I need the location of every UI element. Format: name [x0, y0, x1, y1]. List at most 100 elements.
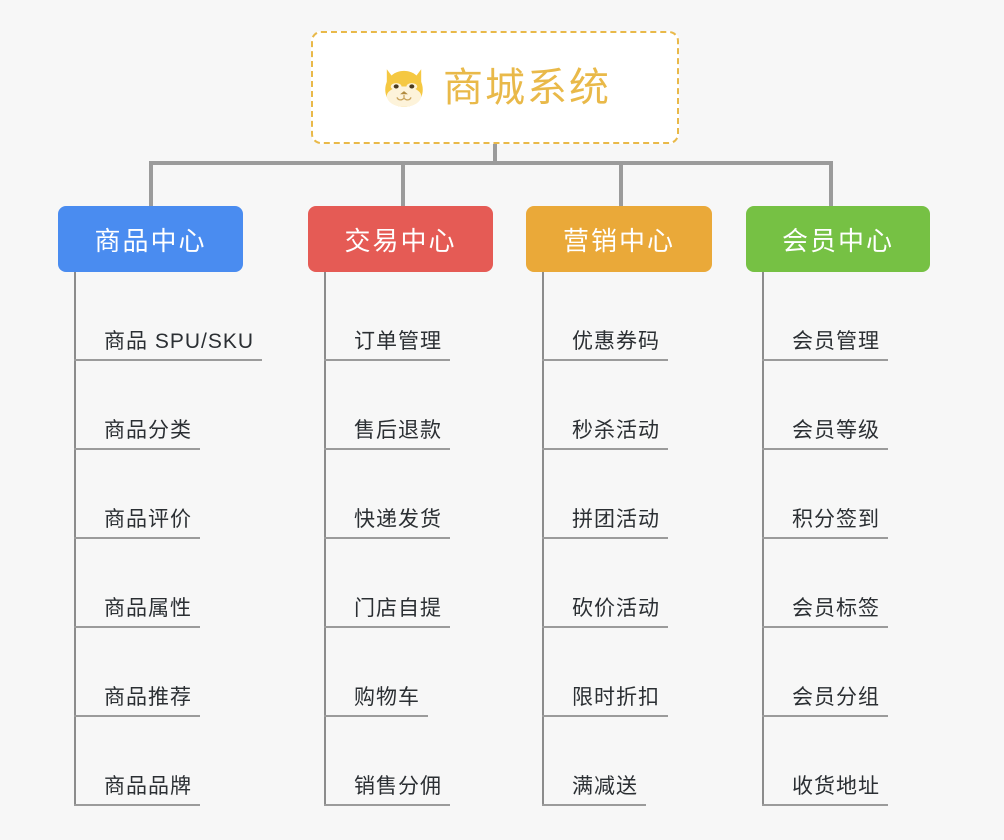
category-items-0: 商品 SPU/SKU 商品分类商品评价商品属性商品推荐商品品牌	[58, 272, 263, 806]
category-items-2: 优惠券码秒杀活动拼团活动砍价活动限时折扣满减送	[526, 272, 712, 806]
leaf-item[interactable]: 订单管理	[324, 272, 493, 361]
leaf-item-label: 商品评价	[104, 508, 192, 531]
leaf-item-label: 商品品牌	[104, 775, 192, 798]
leaf-item-underline	[324, 359, 450, 361]
leaf-item-underline	[762, 359, 888, 361]
leaf-item-label: 砍价活动	[572, 597, 660, 620]
leaf-item-label: 拼团活动	[572, 508, 660, 531]
dog-face-icon	[385, 68, 423, 107]
trunk-line-3	[762, 272, 764, 806]
category-header-3[interactable]: 会员中心	[746, 206, 930, 272]
leaf-item[interactable]: 商品 SPU/SKU	[74, 272, 263, 361]
leaf-item[interactable]: 商品分类	[74, 361, 254, 450]
leaf-item-label: 会员等级	[792, 419, 880, 442]
leaf-item[interactable]: 门店自提	[324, 539, 493, 628]
leaf-item-label: 会员管理	[792, 330, 880, 353]
leaf-item[interactable]: 限时折扣	[542, 628, 712, 717]
leaf-item[interactable]: 会员管理	[762, 272, 930, 361]
category-header-label: 会员中心	[781, 225, 894, 256]
leaf-item[interactable]: 优惠券码	[542, 272, 712, 361]
leaf-item-underline	[74, 537, 200, 539]
category-column-3: 会员中心会员管理会员等级积分签到会员标签会员分组收货地址	[746, 206, 930, 806]
connector-drop-3	[619, 161, 623, 209]
trunk-line-0	[74, 272, 76, 806]
leaf-item-label: 订单管理	[354, 330, 442, 353]
leaf-item-label: 快递发货	[354, 508, 442, 531]
connector-drop-4	[829, 161, 833, 209]
category-column-0: 商品中心商品 SPU/SKU 商品分类商品评价商品属性商品推荐商品品牌	[58, 206, 263, 806]
leaf-item-label: 购物车	[354, 686, 420, 709]
leaf-item[interactable]: 拼团活动	[542, 450, 712, 539]
leaf-item-label: 积分签到	[792, 508, 880, 531]
leaf-item[interactable]: 会员等级	[762, 361, 930, 450]
category-items-3: 会员管理会员等级积分签到会员标签会员分组收货地址	[746, 272, 930, 806]
leaf-item[interactable]: 秒杀活动	[542, 361, 712, 450]
leaf-item-underline	[74, 448, 200, 450]
leaf-item-underline	[74, 715, 200, 717]
leaf-item-underline	[762, 448, 888, 450]
connector-drop-1	[149, 161, 153, 209]
leaf-item-label: 商品分类	[104, 419, 192, 442]
leaf-item-underline	[542, 359, 668, 361]
leaf-item-label: 商品推荐	[104, 686, 192, 709]
category-header-0[interactable]: 商品中心	[58, 206, 243, 272]
leaf-item-underline	[542, 626, 668, 628]
connector-root-stem	[493, 144, 497, 164]
category-column-2: 营销中心优惠券码秒杀活动拼团活动砍价活动限时折扣满减送	[526, 206, 712, 806]
leaf-item-label: 满减送	[572, 775, 638, 798]
leaf-item[interactable]: 商品推荐	[74, 628, 254, 717]
leaf-item-underline	[74, 359, 263, 361]
leaf-item[interactable]: 积分签到	[762, 450, 930, 539]
leaf-item-underline	[542, 448, 668, 450]
leaf-item[interactable]: 商品评价	[74, 450, 254, 539]
trunk-line-2	[542, 272, 544, 806]
leaf-item-underline	[762, 715, 888, 717]
leaf-item-underline	[542, 537, 668, 539]
leaf-item-underline	[324, 448, 450, 450]
leaf-item-underline	[324, 537, 450, 539]
category-column-1: 交易中心订单管理售后退款快递发货门店自提购物车销售分佣	[308, 206, 493, 806]
leaf-item-underline	[324, 804, 450, 806]
leaf-item-label: 会员分组	[792, 686, 880, 709]
leaf-item[interactable]: 会员分组	[762, 628, 930, 717]
leaf-item[interactable]: 商品品牌	[74, 717, 254, 806]
leaf-item-underline	[762, 537, 888, 539]
connector-horizontal-bus	[149, 161, 833, 165]
leaf-item-label: 商品属性	[104, 597, 192, 620]
leaf-item-underline	[542, 715, 668, 717]
leaf-item[interactable]: 购物车	[324, 628, 493, 717]
category-header-2[interactable]: 营销中心	[526, 206, 712, 272]
leaf-item-underline	[74, 804, 200, 806]
leaf-item-label: 售后退款	[354, 419, 442, 442]
category-header-label: 营销中心	[562, 225, 675, 256]
trunk-line-1	[324, 272, 326, 806]
category-items-1: 订单管理售后退款快递发货门店自提购物车销售分佣	[308, 272, 493, 806]
leaf-item-label: 优惠券码	[572, 330, 660, 353]
leaf-item[interactable]: 收货地址	[762, 717, 930, 806]
leaf-item[interactable]: 满减送	[542, 717, 712, 806]
category-header-1[interactable]: 交易中心	[308, 206, 493, 272]
root-node[interactable]: 商城系统	[311, 31, 679, 144]
leaf-item[interactable]: 快递发货	[324, 450, 493, 539]
category-header-label: 商品中心	[94, 225, 207, 256]
leaf-item-underline	[74, 626, 200, 628]
leaf-item[interactable]: 商品属性	[74, 539, 254, 628]
leaf-item-underline	[762, 804, 888, 806]
leaf-item-label: 限时折扣	[572, 686, 660, 709]
leaf-item[interactable]: 销售分佣	[324, 717, 493, 806]
root-title: 商城系统	[443, 65, 611, 110]
leaf-item-label: 门店自提	[354, 597, 442, 620]
leaf-item[interactable]: 会员标签	[762, 539, 930, 628]
leaf-item-label: 秒杀活动	[572, 419, 660, 442]
leaf-item[interactable]: 砍价活动	[542, 539, 712, 628]
leaf-item-underline	[762, 626, 888, 628]
leaf-item-label: 销售分佣	[354, 775, 442, 798]
leaf-item[interactable]: 售后退款	[324, 361, 493, 450]
leaf-item-label: 收货地址	[792, 775, 880, 798]
leaf-item-label: 会员标签	[792, 597, 880, 620]
connector-drop-2	[401, 161, 405, 209]
leaf-item-underline	[542, 804, 646, 806]
leaf-item-underline	[324, 626, 450, 628]
category-header-label: 交易中心	[344, 225, 457, 256]
